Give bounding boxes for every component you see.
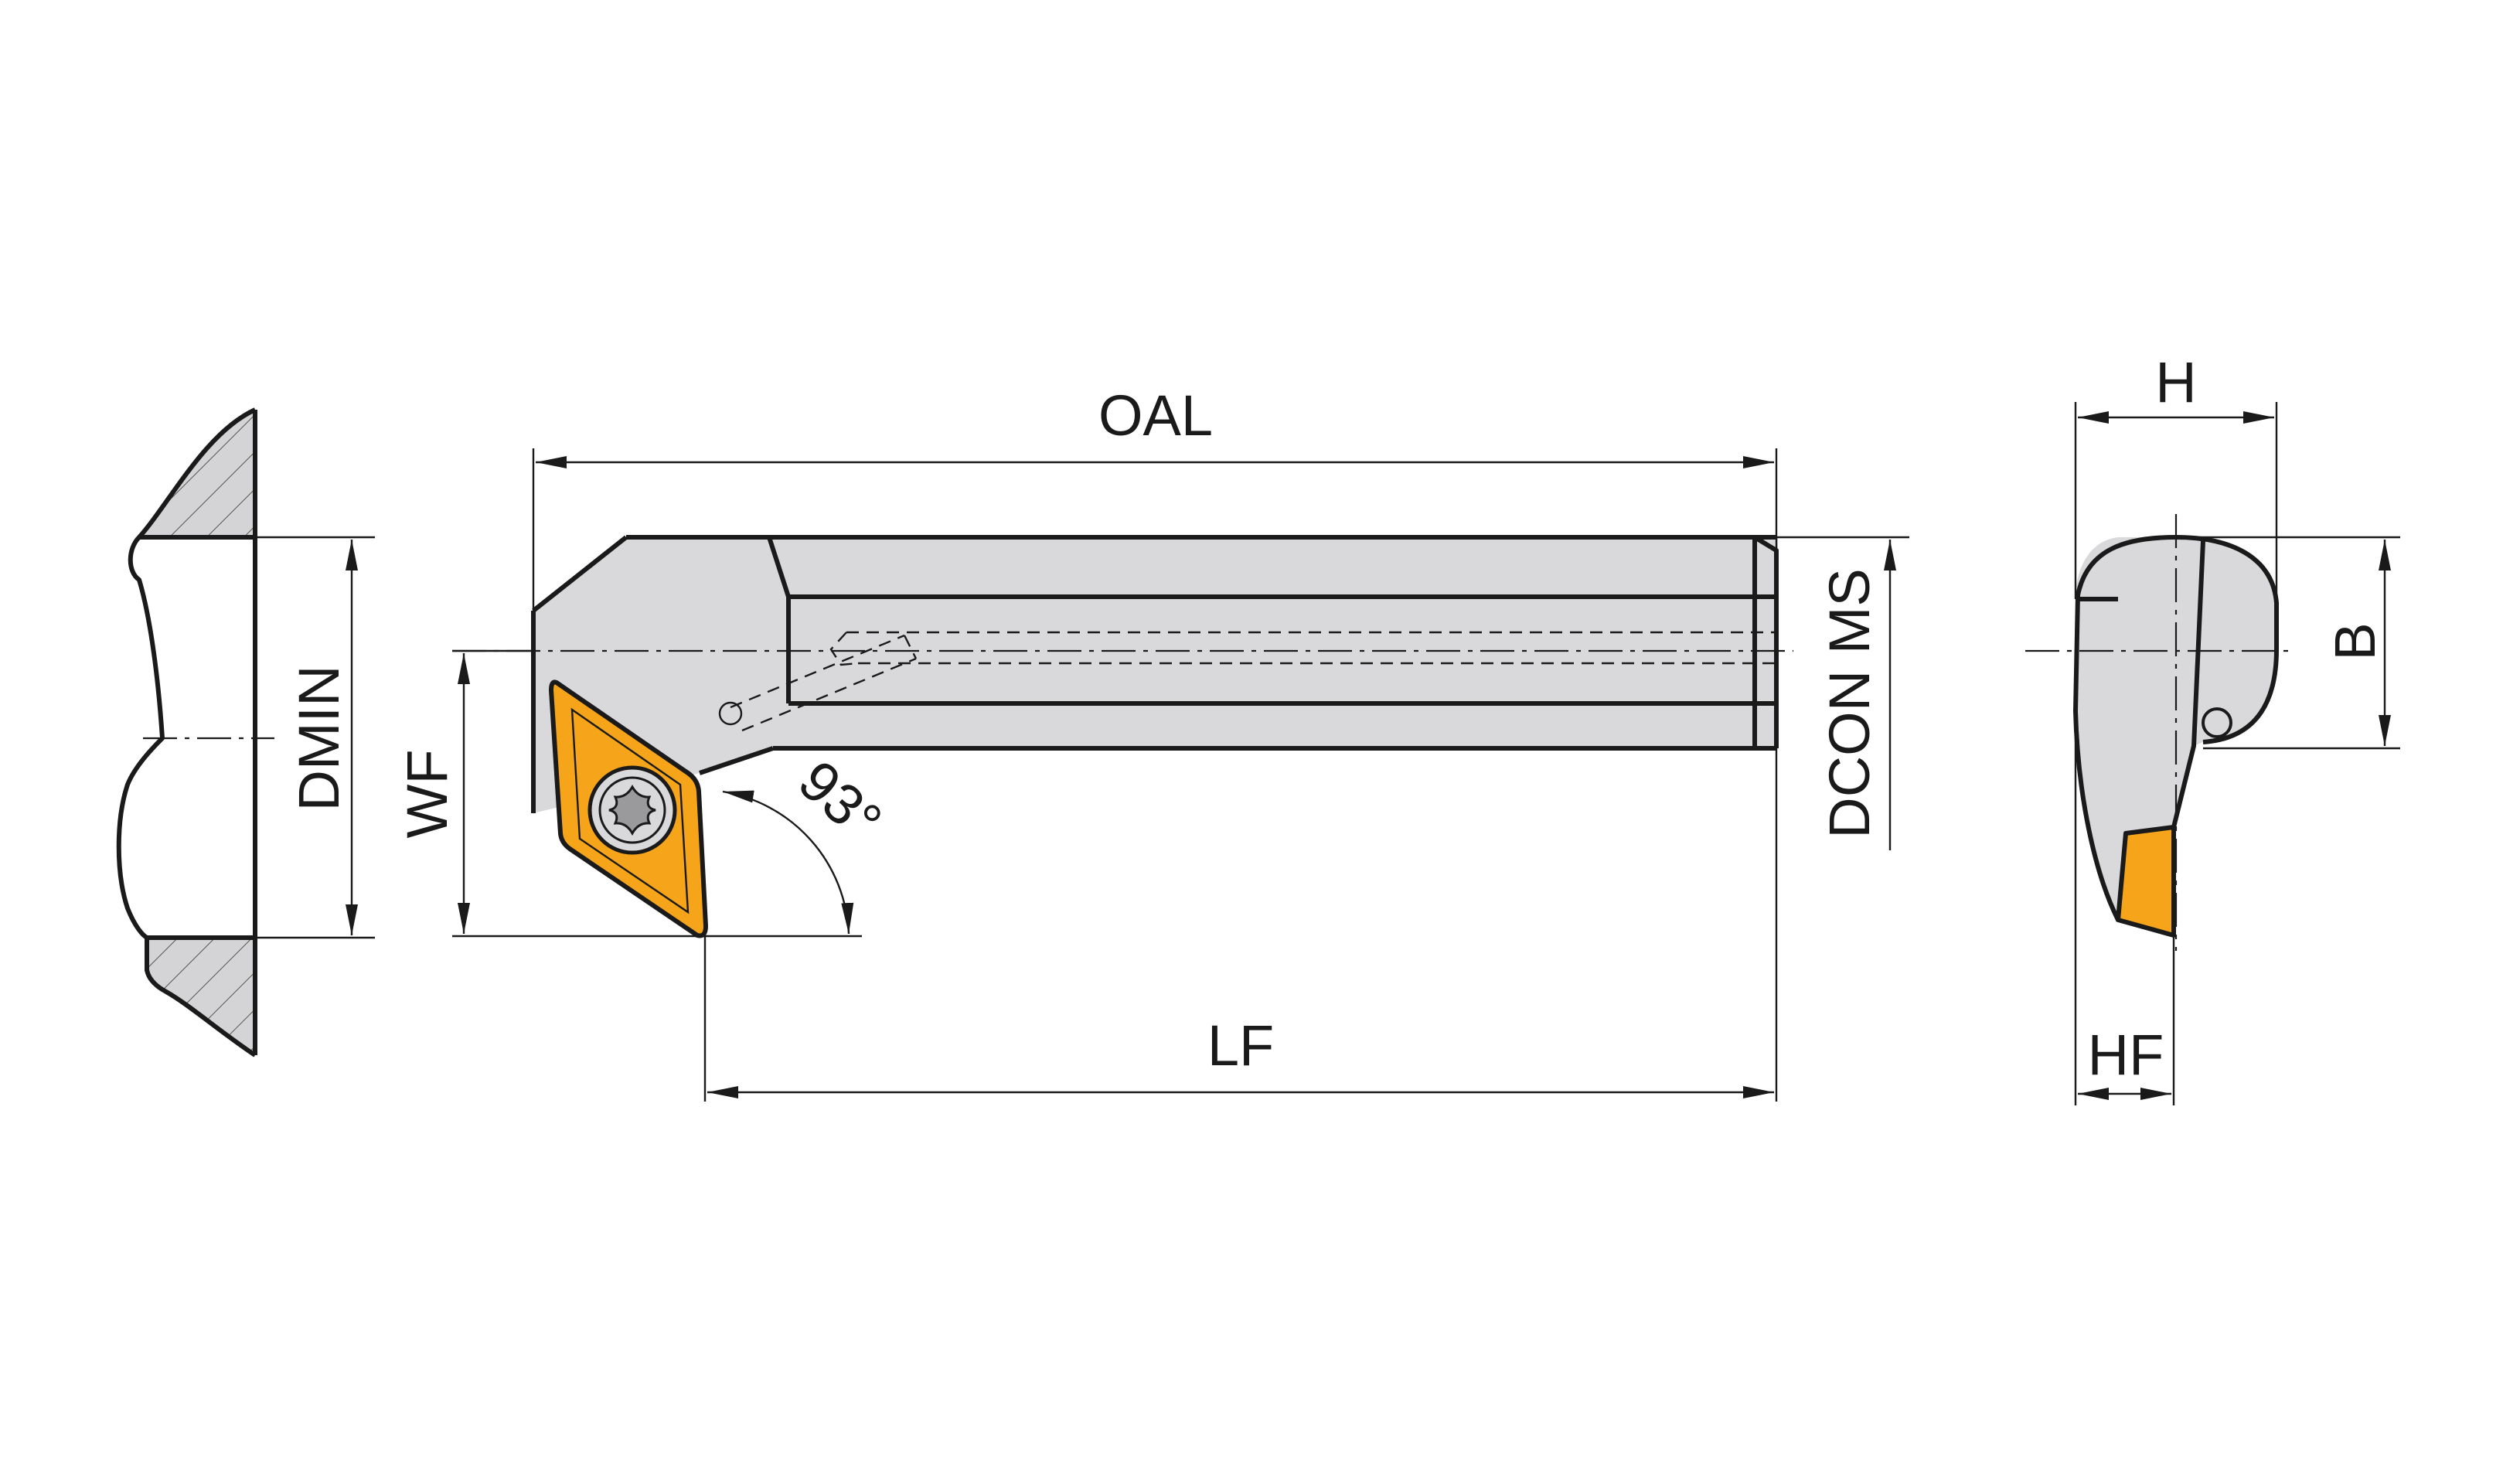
end-view-outline: [2175, 535, 2279, 744]
end-view-insert: [2116, 825, 2176, 938]
bar-body: [533, 537, 1755, 813]
head-underside: [699, 746, 774, 775]
end-view-coolant-hole: [2202, 707, 2232, 738]
flat-diagonal: [767, 536, 791, 598]
head-chamfer: [532, 535, 628, 613]
bore-section-view: DMIN: [116, 407, 375, 1057]
dcon-ms-label: DCON MS: [1817, 568, 1881, 838]
oal-label: OAL: [1098, 383, 1213, 448]
boring-bar-side-view: 93° WF OAL LF DCON MS: [395, 383, 1909, 1102]
coolant-outlet: [718, 701, 743, 726]
insert-screw-ring: [598, 776, 666, 844]
end-view: H B HF: [2025, 350, 2400, 1105]
coolant-channel-head: [829, 632, 859, 666]
hf-label: HF: [2088, 1023, 2164, 1087]
angle-label: 93°: [787, 748, 894, 854]
b-label: B: [2323, 622, 2387, 660]
angle-arc: [722, 790, 854, 935]
wf-label: WF: [395, 749, 459, 838]
torx-screw-icon: [608, 784, 656, 836]
bore-section-top-hatch: [139, 410, 255, 537]
bore-section-bottom-hatch: [147, 938, 255, 1055]
insert-inner-edge: [570, 707, 690, 914]
lf-label: LF: [1207, 1013, 1274, 1078]
h-label: H: [2155, 350, 2196, 414]
dmin-label: DMIN: [287, 665, 351, 811]
coolant-channel-angled: [730, 634, 918, 732]
